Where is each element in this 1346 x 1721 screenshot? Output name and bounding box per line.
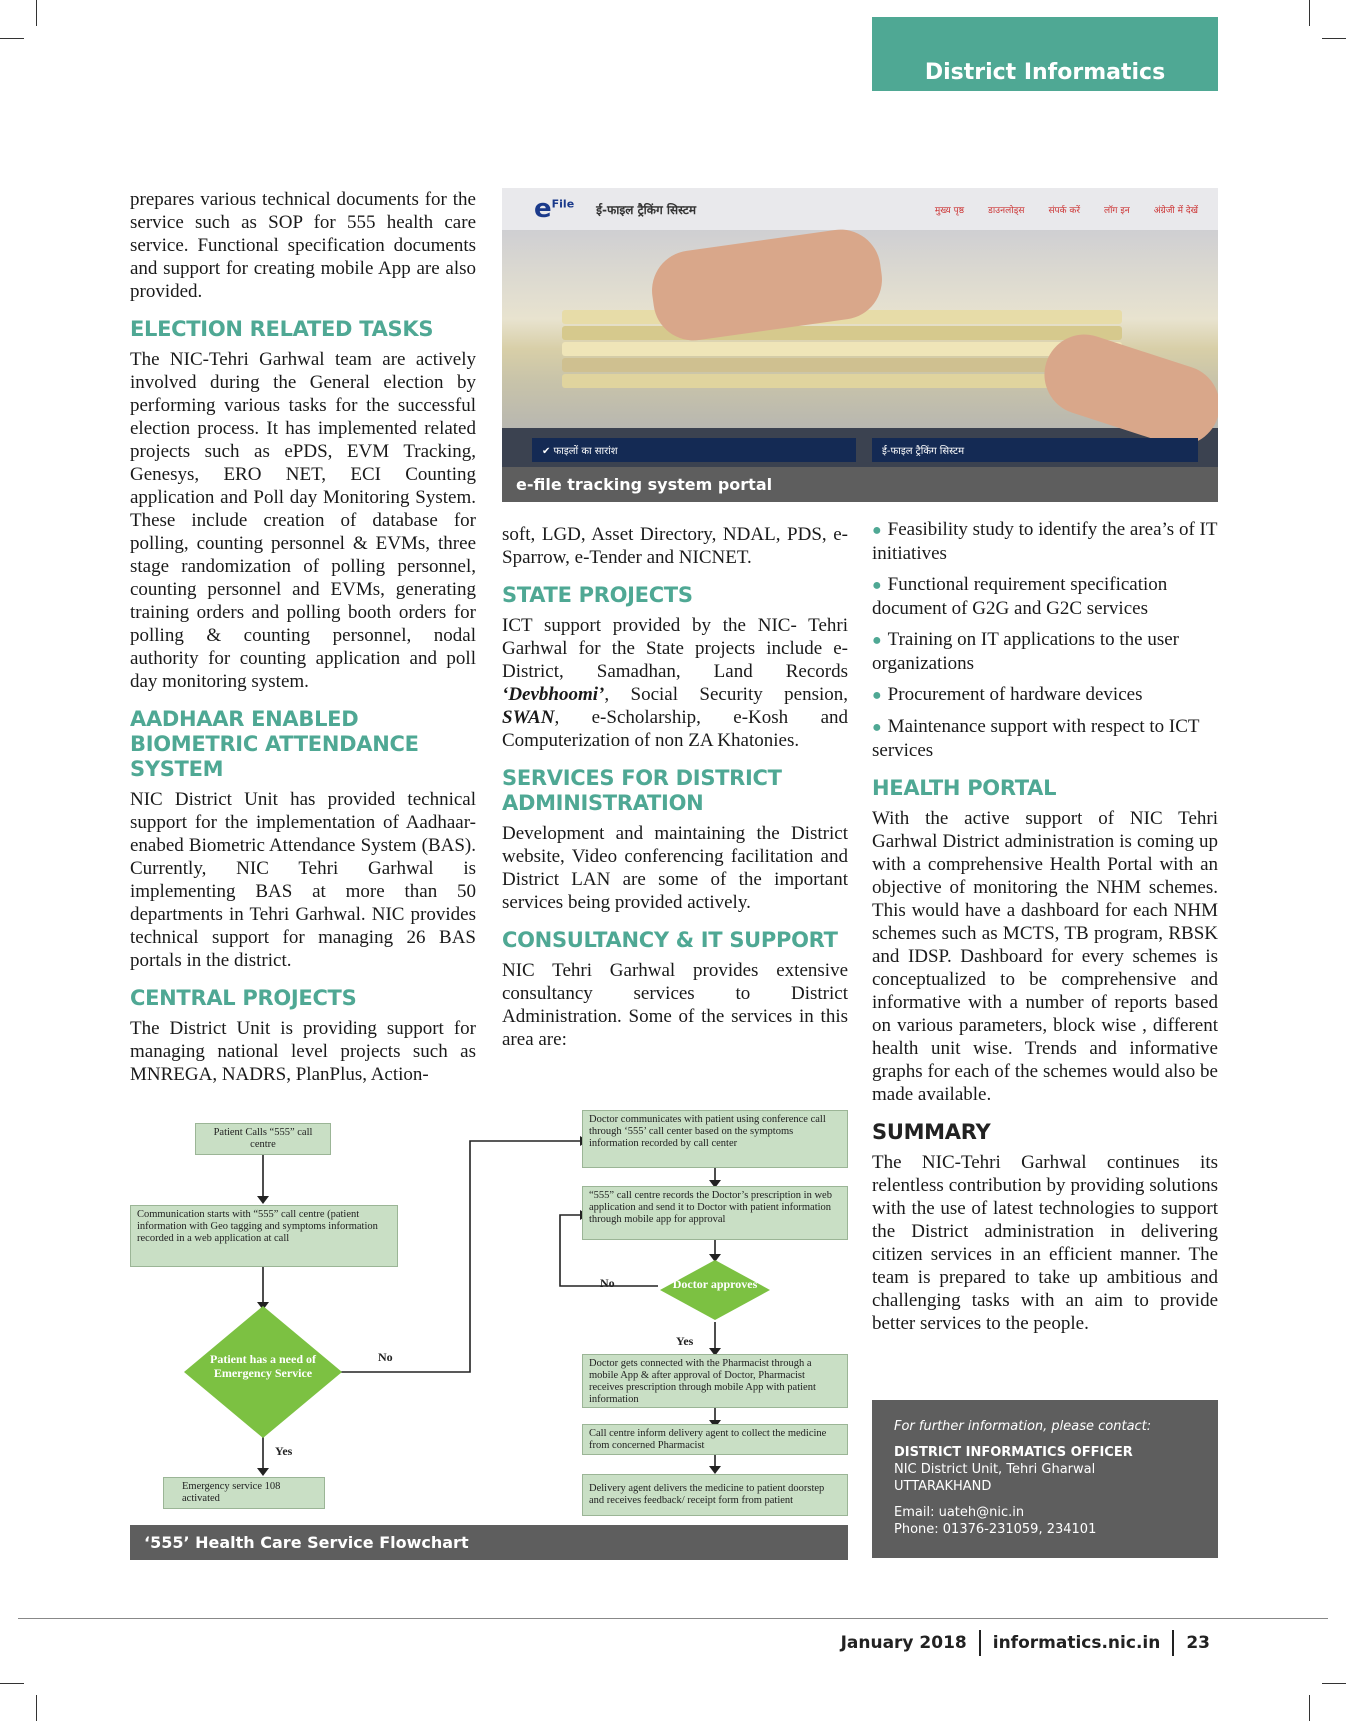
bullet-dot-icon: ● (872, 687, 882, 704)
flow-node-doctor-conference: Doctor communicates with patient using c… (582, 1110, 848, 1168)
consult-heading: CONSULTANCY & IT SUPPORT (502, 928, 838, 952)
health-heading: HEALTH PORTAL (872, 776, 1057, 800)
portal-screenshot: eFile ई-फाइल ट्रैकिंग सिस्टम मुख्य पृष्ठ… (502, 188, 1218, 473)
bullet-dot-icon: ● (872, 522, 882, 539)
doctor-approval-diamond (660, 1260, 770, 1320)
column-middle: soft, LGD, Asset Directory, NDAL, PDS, e… (502, 523, 848, 1059)
portal-menu-item[interactable]: डाउनलोड्स (988, 205, 1025, 216)
aadhaar-heading: AADHAAR ENABLED BIOMETRIC ATTENDANCE SYS… (130, 707, 419, 781)
contact-box: For further information, please contact:… (872, 1400, 1218, 1558)
flow-label-yes: Yes (275, 1444, 293, 1458)
doctor-approval-label: Doctor approves (672, 1277, 758, 1291)
section-badge: District Informatics (872, 17, 1218, 91)
hand-shape (1034, 324, 1218, 456)
footer-separator (978, 1630, 981, 1656)
state-heading: STATE PROJECTS (502, 583, 693, 607)
portal-caption: e-file tracking system portal (502, 467, 1218, 502)
consult-paragraph: NIC Tehri Garhwal provides extensive con… (502, 960, 848, 1050)
bullet-dot-icon: ● (872, 632, 882, 649)
services-heading: SERVICES FOR DISTRICT ADMINISTRATION (502, 766, 782, 815)
folder-shape (562, 326, 1122, 340)
bullet-item: ●Maintenance support with respect to ICT… (872, 716, 1200, 761)
footer-site[interactable]: informatics.nic.in (992, 1633, 1161, 1653)
column-left: prepares various technical documents for… (130, 188, 476, 1094)
crop-mark (1322, 38, 1346, 39)
aadhaar-paragraph: NIC District Unit has provided technical… (130, 789, 476, 971)
flow-node-prescription-record: “555” call centre records the Doctor’s p… (582, 1186, 848, 1240)
crop-mark (0, 1683, 24, 1684)
contact-state: UTTARAKHAND (894, 1479, 992, 1494)
contact-intro: For further information, please contact: (894, 1419, 1152, 1434)
folder-shape (562, 374, 1122, 388)
flow-node-patient-call: Patient Calls “555” call centre (195, 1123, 331, 1155)
bullet-dot-icon: ● (872, 719, 882, 736)
contact-phone: Phone: 01376-231059, 234101 (894, 1522, 1097, 1537)
bullet-item: ●Training on IT applications to the user… (872, 629, 1179, 674)
footer-date: January 2018 (840, 1633, 967, 1653)
summary-paragraph: The NIC-Tehri Garhwal continues its rele… (872, 1152, 1218, 1334)
portal-menu: मुख्य पृष्ठ डाउनलोड्स संपर्क करें लॉग इन… (935, 203, 1198, 216)
flowchart-caption: ‘555’ Health Care Service Flowchart (130, 1525, 848, 1560)
bullet-dot-icon: ● (872, 577, 882, 594)
section-title: District Informatics (924, 60, 1166, 85)
election-paragraph: The NIC-Tehri Garhwal team are actively … (130, 349, 476, 692)
crop-mark (36, 0, 37, 26)
crop-mark (1309, 0, 1310, 26)
column-right: ●Feasibility study to identify the area’… (872, 518, 1218, 1343)
footer-rule (18, 1618, 1328, 1619)
emergency-decision-diamond (184, 1306, 342, 1438)
page-number: 23 (1186, 1633, 1210, 1653)
crop-mark (1309, 1695, 1310, 1721)
files-photo (502, 224, 1218, 456)
emergency-decision-label: Patient has a need of Emergency Service (210, 1352, 316, 1380)
crop-mark (1322, 1683, 1346, 1684)
portal-menu-item[interactable]: लॉग इन (1104, 205, 1130, 216)
portal-navbar: eFile ई-फाइल ट्रैकिंग सिस्टम मुख्य पृष्ठ… (502, 188, 1218, 230)
election-heading: ELECTION RELATED TASKS (130, 317, 434, 341)
central-cont-paragraph: soft, LGD, Asset Directory, NDAL, PDS, e… (502, 524, 848, 568)
central-paragraph: The District Unit is providing support f… (130, 1018, 476, 1085)
crop-mark (0, 38, 24, 39)
flow-node-pharmacist: Doctor gets connected with the Pharmacis… (582, 1354, 848, 1408)
portal-title: ई-फाइल ट्रैकिंग सिस्टम (596, 202, 697, 217)
bullet-item: ●Feasibility study to identify the area’… (872, 519, 1218, 564)
portal-menu-item[interactable]: अंग्रेजी में देखें (1153, 205, 1198, 216)
folder-shape (562, 342, 1122, 356)
intro-paragraph: prepares various technical documents for… (130, 189, 476, 302)
central-heading: CENTRAL PROJECTS (130, 986, 357, 1010)
flow-label-no: No (600, 1276, 615, 1290)
state-paragraph: ICT support provided by the NIC- Tehri G… (502, 615, 848, 751)
portal-menu-item[interactable]: मुख्य पृष्ठ (934, 205, 965, 216)
portal-efile-bar[interactable]: ई-फाइल ट्रैकिंग सिस्टम (872, 438, 1198, 462)
footer: January 2018 informatics.nic.in 23 (841, 1630, 1210, 1656)
contact-title: DISTRICT INFORMATICS OFFICER (894, 1445, 1133, 1460)
flow-label-yes: Yes (676, 1334, 694, 1348)
portal-menu-item[interactable]: संपर्क करें (1048, 205, 1080, 216)
bullet-item: ●Procurement of hardware devices (872, 684, 1143, 705)
flow-node-delivery-inform: Call centre inform delivery agent to col… (582, 1424, 848, 1455)
flow-node-emergency-108: Emergency service 108 activated (163, 1477, 325, 1509)
flow-node-delivery: Delivery agent delivers the medicine to … (582, 1474, 848, 1516)
portal-summary-bar[interactable]: ✔ फाइलों का सारांश (532, 438, 856, 462)
crop-mark (36, 1695, 37, 1721)
summary-heading: SUMMARY (872, 1120, 991, 1144)
footer-separator (1172, 1630, 1175, 1656)
flow-node-communication: Communication starts with “555” call cen… (130, 1205, 398, 1267)
folder-shape (562, 358, 1122, 372)
health-paragraph: With the active support of NIC Tehri Gar… (872, 808, 1218, 1105)
flow-label-no: No (378, 1350, 393, 1364)
services-paragraph: Development and maintaining the District… (502, 823, 848, 913)
contact-unit: NIC District Unit, Tehri Gharwal (894, 1462, 1096, 1477)
contact-email[interactable]: Email: uateh@nic.in (894, 1505, 1025, 1520)
bullet-item: ●Functional requirement specification do… (872, 574, 1168, 619)
efile-logo: eFile (534, 194, 575, 224)
